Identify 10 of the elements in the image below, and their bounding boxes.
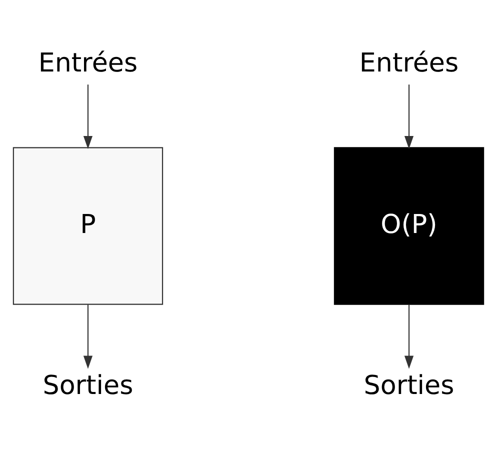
node-text: Entrées	[358, 48, 458, 79]
arrow	[82, 304, 92, 369]
node-box: O(P)	[333, 147, 484, 305]
node-text: Entrées	[38, 48, 138, 79]
node-text: Sorties	[363, 370, 454, 401]
arrow	[404, 84, 414, 150]
node-text: Sorties	[42, 370, 133, 401]
arrow	[404, 304, 414, 369]
node-box: P	[12, 147, 163, 305]
arrow	[82, 84, 92, 150]
